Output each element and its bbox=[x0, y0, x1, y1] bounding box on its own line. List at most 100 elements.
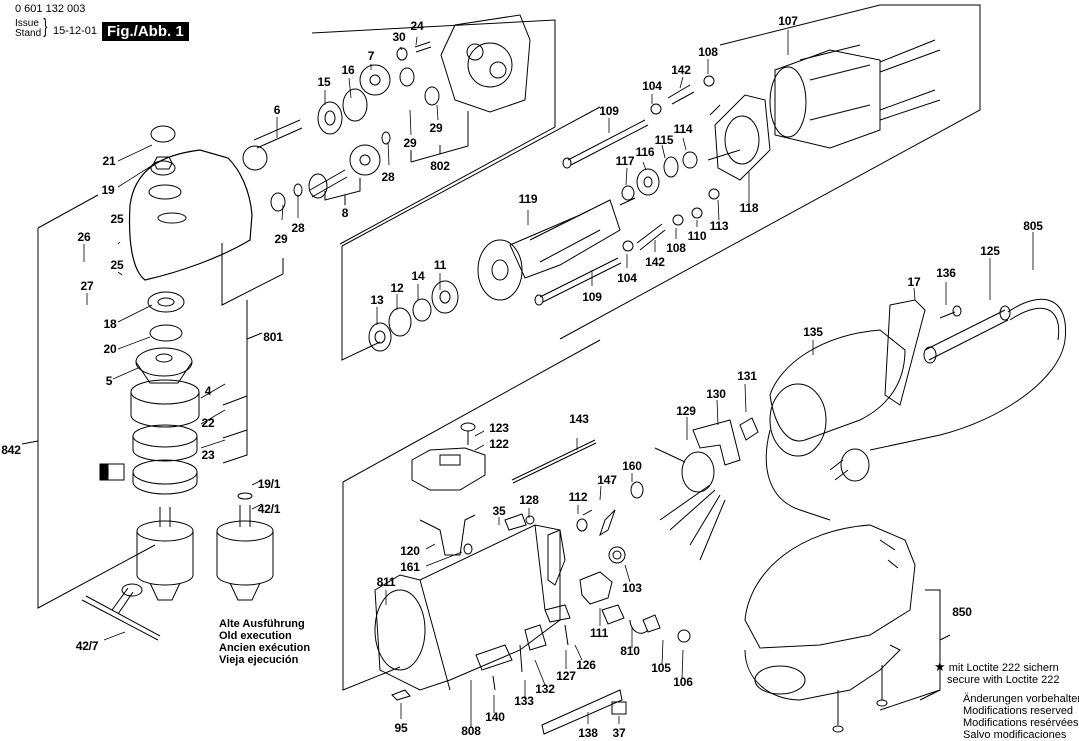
modifications-fr: Modifications resérvées bbox=[963, 717, 1079, 729]
callout-140: 140 bbox=[485, 710, 505, 724]
callout-131: 131 bbox=[737, 369, 757, 383]
callout-109a: 109 bbox=[599, 104, 619, 118]
modifications-de: Änderungen vorbehalten bbox=[963, 693, 1079, 705]
callout-5: 5 bbox=[105, 374, 113, 388]
callout-29c: 29 bbox=[429, 121, 443, 135]
frame-gearcase bbox=[312, 20, 555, 244]
callout-127: 127 bbox=[556, 669, 576, 683]
callout-801: 801 bbox=[263, 330, 283, 344]
frame-842-top bbox=[38, 195, 98, 228]
callout-107: 107 bbox=[778, 14, 798, 28]
callout-118: 118 bbox=[739, 201, 759, 215]
callout-111: 111 bbox=[589, 626, 609, 640]
callout-20: 20 bbox=[103, 342, 117, 356]
callout-161: 161 bbox=[400, 560, 420, 574]
callout-8: 8 bbox=[341, 206, 349, 220]
callout-126: 126 bbox=[576, 658, 596, 672]
callout-23: 23 bbox=[201, 448, 215, 462]
callout-35: 35 bbox=[492, 504, 506, 518]
callout-4: 4 bbox=[204, 384, 212, 398]
callout-16: 16 bbox=[341, 63, 355, 77]
group-frames bbox=[22, 5, 980, 710]
callout-19-1: 19/1 bbox=[257, 477, 281, 491]
loctite-note: ★ mit Loctite 222 sichern secure with Lo… bbox=[934, 659, 1060, 686]
callout-28a: 28 bbox=[291, 221, 305, 235]
old-execution-de: Alte Ausführung bbox=[219, 618, 305, 630]
callout-110: 110 bbox=[687, 229, 707, 243]
callout-42-1: 42/1 bbox=[257, 502, 281, 516]
callout-7: 7 bbox=[367, 49, 375, 63]
bracket-850 bbox=[880, 590, 950, 710]
bracket-801 bbox=[222, 243, 283, 463]
callout-29a: 29 bbox=[274, 232, 288, 246]
callout-17: 17 bbox=[907, 275, 921, 289]
callout-133: 133 bbox=[514, 694, 534, 708]
callout-25b: 25 bbox=[110, 258, 124, 272]
callout-119: 119 bbox=[518, 192, 538, 206]
left-column-parts bbox=[100, 292, 199, 494]
callout-21: 21 bbox=[102, 154, 116, 168]
brace-glyph: } bbox=[43, 16, 48, 38]
callout-117: 117 bbox=[615, 154, 635, 168]
callout-116: 116 bbox=[635, 145, 655, 159]
callout-810: 810 bbox=[620, 644, 640, 658]
modifications-en: Modifications reserved bbox=[963, 705, 1074, 717]
callout-114: 114 bbox=[673, 122, 693, 136]
bracket-8 bbox=[325, 178, 360, 205]
callout-28b: 28 bbox=[381, 170, 395, 184]
callout-811: 811 bbox=[376, 575, 396, 589]
callout-120: 120 bbox=[400, 544, 420, 558]
old-execution-en: Old execution bbox=[219, 630, 292, 642]
callout-22: 22 bbox=[201, 416, 215, 430]
bracket-802 bbox=[411, 111, 468, 162]
motor-parts bbox=[369, 40, 940, 351]
callout-108a: 108 bbox=[698, 45, 718, 59]
callout-104b: 104 bbox=[617, 271, 637, 285]
loctite-de: mit Loctite 222 sichern bbox=[948, 662, 1059, 674]
callout-142a: 142 bbox=[671, 63, 691, 77]
chucks bbox=[82, 493, 273, 640]
callout-11: 11 bbox=[433, 258, 447, 272]
leader-842 bbox=[22, 441, 38, 444]
callout-6: 6 bbox=[273, 103, 281, 117]
callout-142b: 142 bbox=[645, 255, 665, 269]
callout-123: 123 bbox=[489, 421, 509, 435]
old-execution-fr: Ancien exécution bbox=[219, 642, 311, 654]
motor-housing bbox=[375, 423, 690, 734]
callout-135: 135 bbox=[803, 325, 823, 339]
issue-label-de: Issue bbox=[15, 18, 39, 29]
callout-842: 842 bbox=[1, 443, 21, 457]
callout-128: 128 bbox=[519, 493, 539, 507]
callout-29b: 29 bbox=[403, 136, 417, 150]
electrical-parts bbox=[512, 418, 758, 563]
callout-27: 27 bbox=[80, 279, 94, 293]
callout-109b: 109 bbox=[582, 290, 602, 304]
callout-103: 103 bbox=[622, 581, 642, 595]
callout-130: 130 bbox=[706, 387, 726, 401]
callout-104a: 104 bbox=[642, 79, 662, 93]
frame-842 bbox=[38, 228, 155, 608]
figure-label: Fig./Abb. 1 bbox=[102, 22, 189, 41]
frame-housing bbox=[343, 340, 600, 690]
star-icon: ★ bbox=[934, 659, 946, 674]
modifications-note: Änderungen vorbehalten Modifications res… bbox=[963, 693, 1079, 741]
callout-850: 850 bbox=[952, 605, 972, 619]
callout-37: 37 bbox=[612, 726, 626, 740]
callout-25a: 25 bbox=[110, 212, 124, 226]
callout-147: 147 bbox=[597, 473, 617, 487]
base-plate bbox=[745, 525, 915, 732]
gear-train bbox=[243, 15, 530, 211]
callout-132: 132 bbox=[535, 682, 555, 696]
callout-15: 15 bbox=[317, 75, 331, 89]
callout-95: 95 bbox=[394, 721, 408, 735]
gear-housing bbox=[130, 126, 252, 280]
callout-129: 129 bbox=[676, 404, 696, 418]
frame-motor-right bbox=[560, 5, 980, 339]
callout-143: 143 bbox=[569, 412, 589, 426]
leader-lines bbox=[84, 30, 1033, 727]
document-number: 0 601 132 003 bbox=[15, 3, 86, 15]
loctite-en: secure with Loctite 222 bbox=[947, 674, 1060, 686]
callout-112: 112 bbox=[568, 490, 588, 504]
